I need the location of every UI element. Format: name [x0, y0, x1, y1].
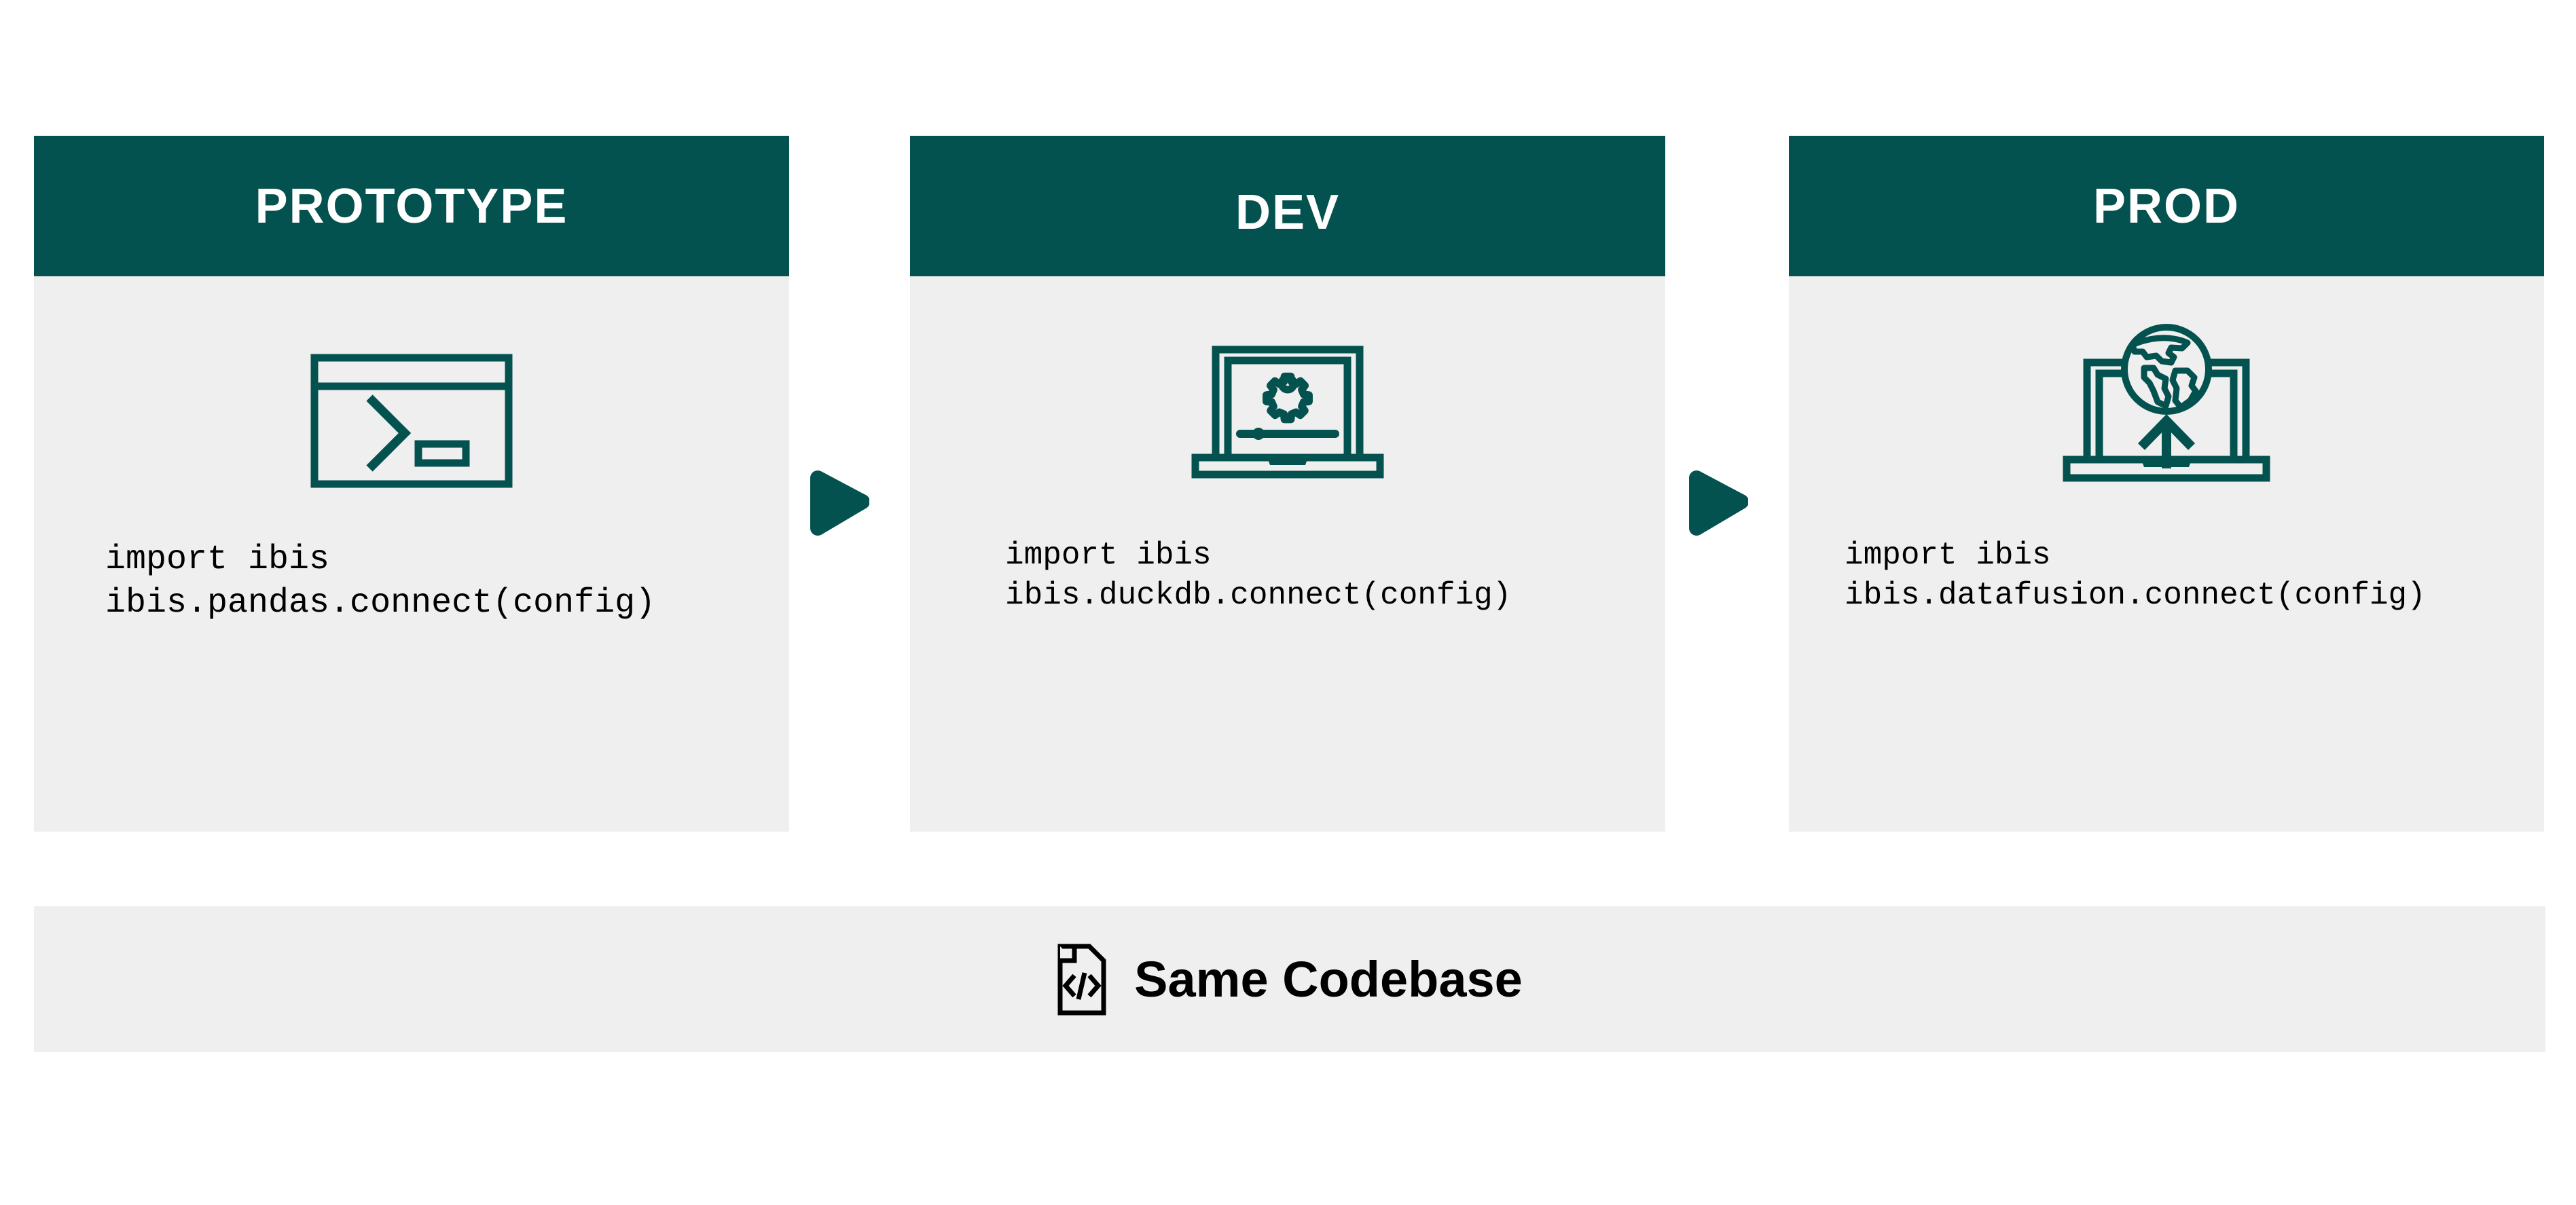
stage-header-dev: DEV: [910, 136, 1665, 276]
stage-title: PROD: [2092, 179, 2241, 234]
stage-card-prototype: PROTOTYPE import: [34, 136, 789, 832]
stage-header-prod: PROD: [1789, 136, 2544, 276]
play-triangle-right-icon: [810, 470, 870, 536]
globe-icon: [2121, 324, 2212, 415]
icon-container: [34, 336, 789, 506]
stage-body-prod: import ibis ibis.datafusion.connect(conf…: [1789, 276, 2544, 832]
stage-title: DEV: [1235, 185, 1341, 240]
icon-container: [910, 329, 1665, 499]
stage-header-prototype: PROTOTYPE: [34, 136, 789, 276]
stage-body-dev: import ibis ibis.duckdb.connect(config): [910, 276, 1665, 832]
icon-container: [1789, 317, 2544, 500]
same-codebase-banner: Same Codebase: [34, 906, 2545, 1052]
stage-card-dev: DEV: [910, 136, 1665, 832]
stage-card-prod: PROD: [1789, 136, 2544, 832]
code-snippet-prod: import ibis ibis.datafusion.connect(conf…: [1845, 538, 2426, 613]
stage-title: PROTOTYPE: [255, 179, 568, 234]
same-codebase-label: Same Codebase: [1134, 951, 1523, 1007]
stage-body-prototype: import ibis ibis.pandas.connect(config): [34, 276, 789, 832]
code-snippet-dev: import ibis ibis.duckdb.connect(config): [1005, 538, 1512, 613]
connector-arrow-1: [808, 470, 870, 536]
laptop-notch: [1267, 457, 1308, 465]
code-file-icon: [1057, 944, 1106, 1015]
terminal-window-icon: [310, 354, 513, 488]
play-triangle-right-icon: [1689, 470, 1749, 536]
upload-arrow-icon: [2137, 413, 2196, 468]
code-snippet-prototype: import ibis ibis.pandas.connect(config): [105, 540, 656, 623]
laptop-globe-upload-icon: [2063, 324, 2270, 482]
connector-arrow-2: [1687, 470, 1749, 536]
gear-icon: [1263, 372, 1313, 423]
laptop-gear-icon: [1191, 346, 1384, 478]
slider-icon: [1236, 427, 1339, 440]
